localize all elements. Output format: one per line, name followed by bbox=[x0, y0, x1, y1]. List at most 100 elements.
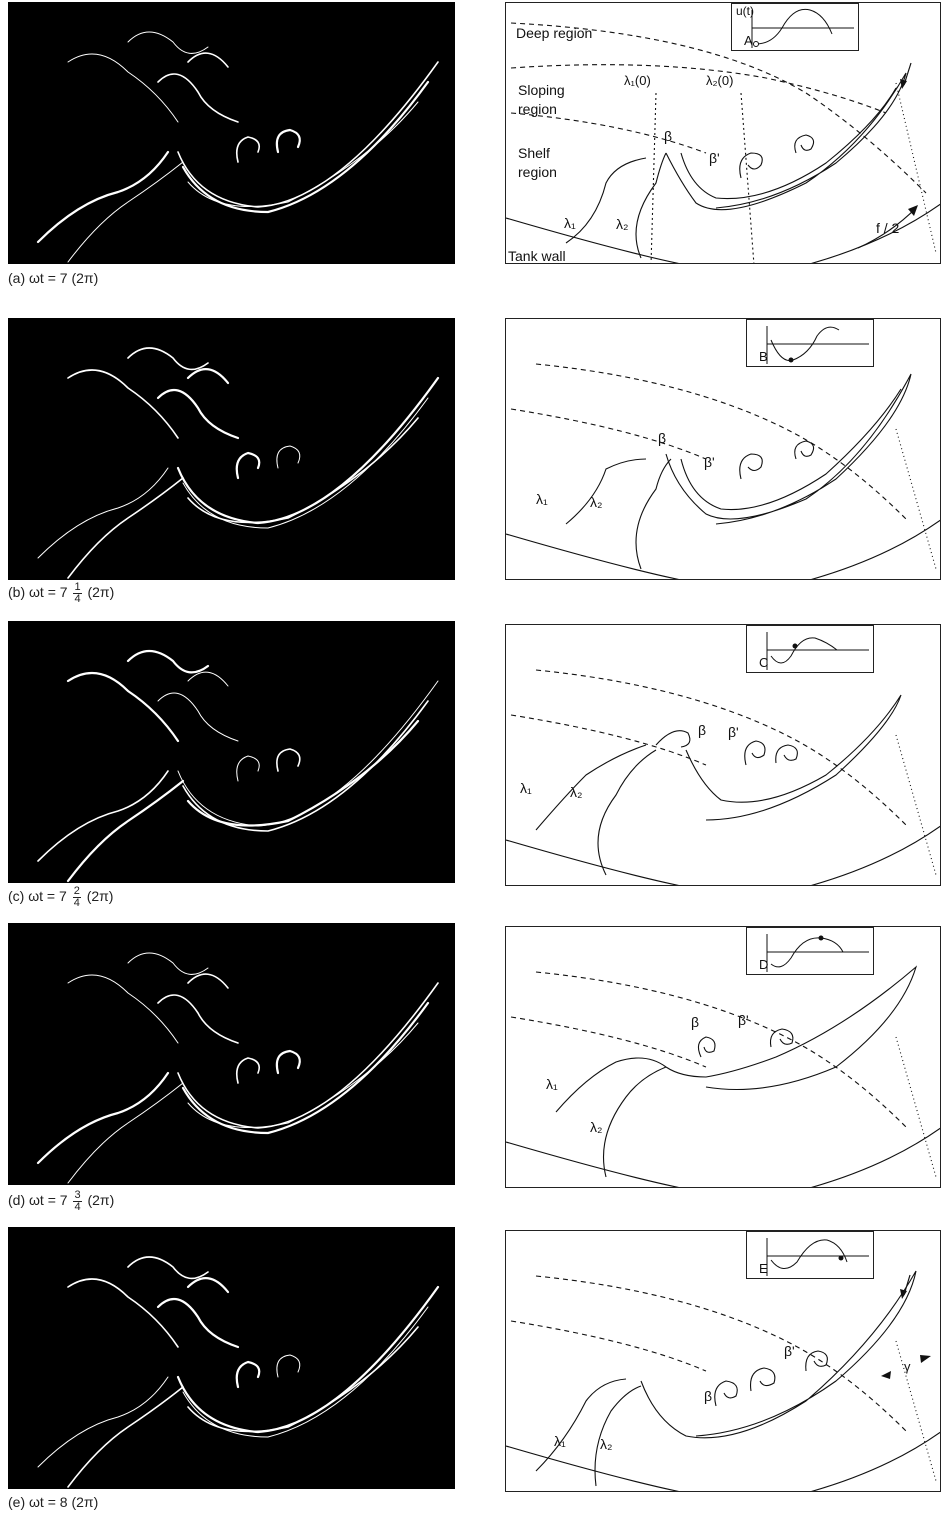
vortex-2 bbox=[794, 134, 815, 154]
flow-streak bbox=[126, 649, 210, 674]
flow-streak bbox=[67, 477, 184, 579]
diagram-panel-d: λ₁ λ₂ β β' D bbox=[505, 926, 941, 1188]
gamma-arrow-left bbox=[881, 1371, 891, 1379]
svg-text:β: β bbox=[698, 722, 706, 738]
flow-streak bbox=[181, 80, 430, 214]
diagram-panel-b: λ₁ λ₂ β β' B bbox=[505, 318, 941, 580]
label-sloping: Sloping bbox=[518, 82, 565, 98]
svg-text:λ₁: λ₁ bbox=[520, 780, 532, 796]
svg-text:β: β bbox=[704, 1388, 712, 1404]
flow-streak bbox=[127, 1256, 209, 1280]
phase-letter: D bbox=[759, 957, 769, 972]
photo-panel-e bbox=[8, 1227, 455, 1489]
flow-streak bbox=[66, 779, 185, 883]
diagram-drawing-d: λ₁ λ₂ β β' bbox=[506, 965, 940, 1187]
caption-e: (e) ωt = 8 (2π) bbox=[8, 1494, 99, 1510]
flow-streak bbox=[66, 671, 180, 743]
diagram-panel-c: λ₁ λ₂ β β' C bbox=[505, 624, 941, 886]
phase-sine bbox=[751, 8, 854, 48]
region-boundary-shelf bbox=[510, 112, 707, 154]
gamma-arrow-right bbox=[920, 1355, 931, 1363]
flow-streak bbox=[235, 1360, 261, 1389]
phase-inset-c: C bbox=[746, 625, 874, 673]
label-lambda2-0: λ₂(0) bbox=[706, 73, 733, 88]
phase-marker bbox=[818, 935, 824, 941]
flow-streak bbox=[187, 101, 419, 207]
phase-inset-b: B bbox=[746, 319, 874, 367]
plume-outer bbox=[665, 72, 907, 211]
phase-marker bbox=[838, 1255, 844, 1261]
svg-text:λ₂: λ₂ bbox=[570, 784, 582, 800]
flow-streak bbox=[36, 150, 170, 244]
phase-marker bbox=[792, 643, 798, 649]
flow-streak bbox=[187, 1326, 419, 1433]
svg-text:λ₁: λ₁ bbox=[546, 1076, 558, 1092]
flow-streak bbox=[177, 982, 439, 1129]
arrowhead bbox=[900, 79, 907, 89]
svg-text:β': β' bbox=[704, 454, 715, 470]
arrowhead bbox=[908, 205, 918, 216]
flow-streak bbox=[187, 973, 229, 989]
flow-streak bbox=[276, 1354, 301, 1378]
photo-panel-b bbox=[8, 318, 455, 580]
flow-streak bbox=[36, 1071, 170, 1165]
label-f-half: f / 2 bbox=[876, 220, 900, 236]
region-boundary-upper bbox=[510, 64, 887, 114]
flow-streak bbox=[37, 770, 169, 862]
caption-a: (a) ωt = 7 (2π) bbox=[8, 270, 99, 286]
flow-streak bbox=[157, 73, 239, 123]
flow-streak bbox=[67, 1278, 179, 1348]
label-beta-prime: β' bbox=[709, 150, 720, 166]
flow-streak bbox=[156, 388, 240, 440]
flow-streak bbox=[127, 31, 209, 54]
label-lambda1: λ₁ bbox=[564, 215, 576, 231]
photo-panel-c bbox=[8, 621, 455, 883]
flow-streak bbox=[67, 369, 179, 439]
phase-inset-a: u(t) A bbox=[731, 3, 859, 51]
phase-letter: A bbox=[744, 33, 753, 48]
flow-streak bbox=[276, 748, 301, 772]
flow-streak bbox=[236, 755, 260, 782]
flow-streak bbox=[275, 128, 301, 154]
vortex-beta-prime bbox=[739, 152, 763, 179]
svg-text:λ₂: λ₂ bbox=[590, 494, 602, 510]
label-lambda1-0: λ₁(0) bbox=[624, 73, 651, 88]
flow-streak bbox=[186, 719, 420, 827]
label-lambda2: λ₂ bbox=[616, 216, 628, 232]
flow-streak bbox=[186, 1277, 230, 1294]
flow-streak bbox=[276, 445, 301, 469]
flow-streaks-c bbox=[37, 649, 439, 883]
label-shelf-region: region bbox=[518, 164, 557, 180]
flow-streak bbox=[235, 136, 261, 163]
label-beta: β bbox=[664, 128, 672, 144]
flow-streak bbox=[127, 952, 209, 975]
flow-streak bbox=[182, 1306, 429, 1438]
flow-streak bbox=[275, 1049, 301, 1075]
tank-wall-curve bbox=[506, 217, 680, 263]
svg-text:λ₂: λ₂ bbox=[590, 1119, 602, 1135]
flow-streak bbox=[37, 467, 169, 559]
flow-streak bbox=[157, 692, 239, 742]
svg-text:β': β' bbox=[728, 724, 739, 740]
flow-streaks-b bbox=[37, 347, 440, 579]
label-deep-region: Deep region bbox=[516, 25, 592, 41]
phase-letter: E bbox=[759, 1261, 768, 1276]
svg-text:γ: γ bbox=[904, 1359, 911, 1374]
flow-streak bbox=[187, 1022, 419, 1128]
flow-streak bbox=[127, 347, 209, 371]
flow-streak bbox=[182, 700, 429, 832]
flow-streak bbox=[67, 974, 179, 1044]
flow-streaks-d bbox=[36, 952, 439, 1184]
lambda2-0-line bbox=[740, 92, 755, 263]
flow-streak bbox=[37, 1376, 169, 1468]
label-sloping-region: region bbox=[518, 101, 557, 117]
svg-text:λ₁: λ₁ bbox=[554, 1433, 566, 1449]
lambda1-curve bbox=[565, 157, 647, 244]
svg-text:β': β' bbox=[738, 1012, 749, 1028]
flow-streak bbox=[187, 671, 229, 687]
svg-text:β': β' bbox=[784, 1343, 795, 1359]
